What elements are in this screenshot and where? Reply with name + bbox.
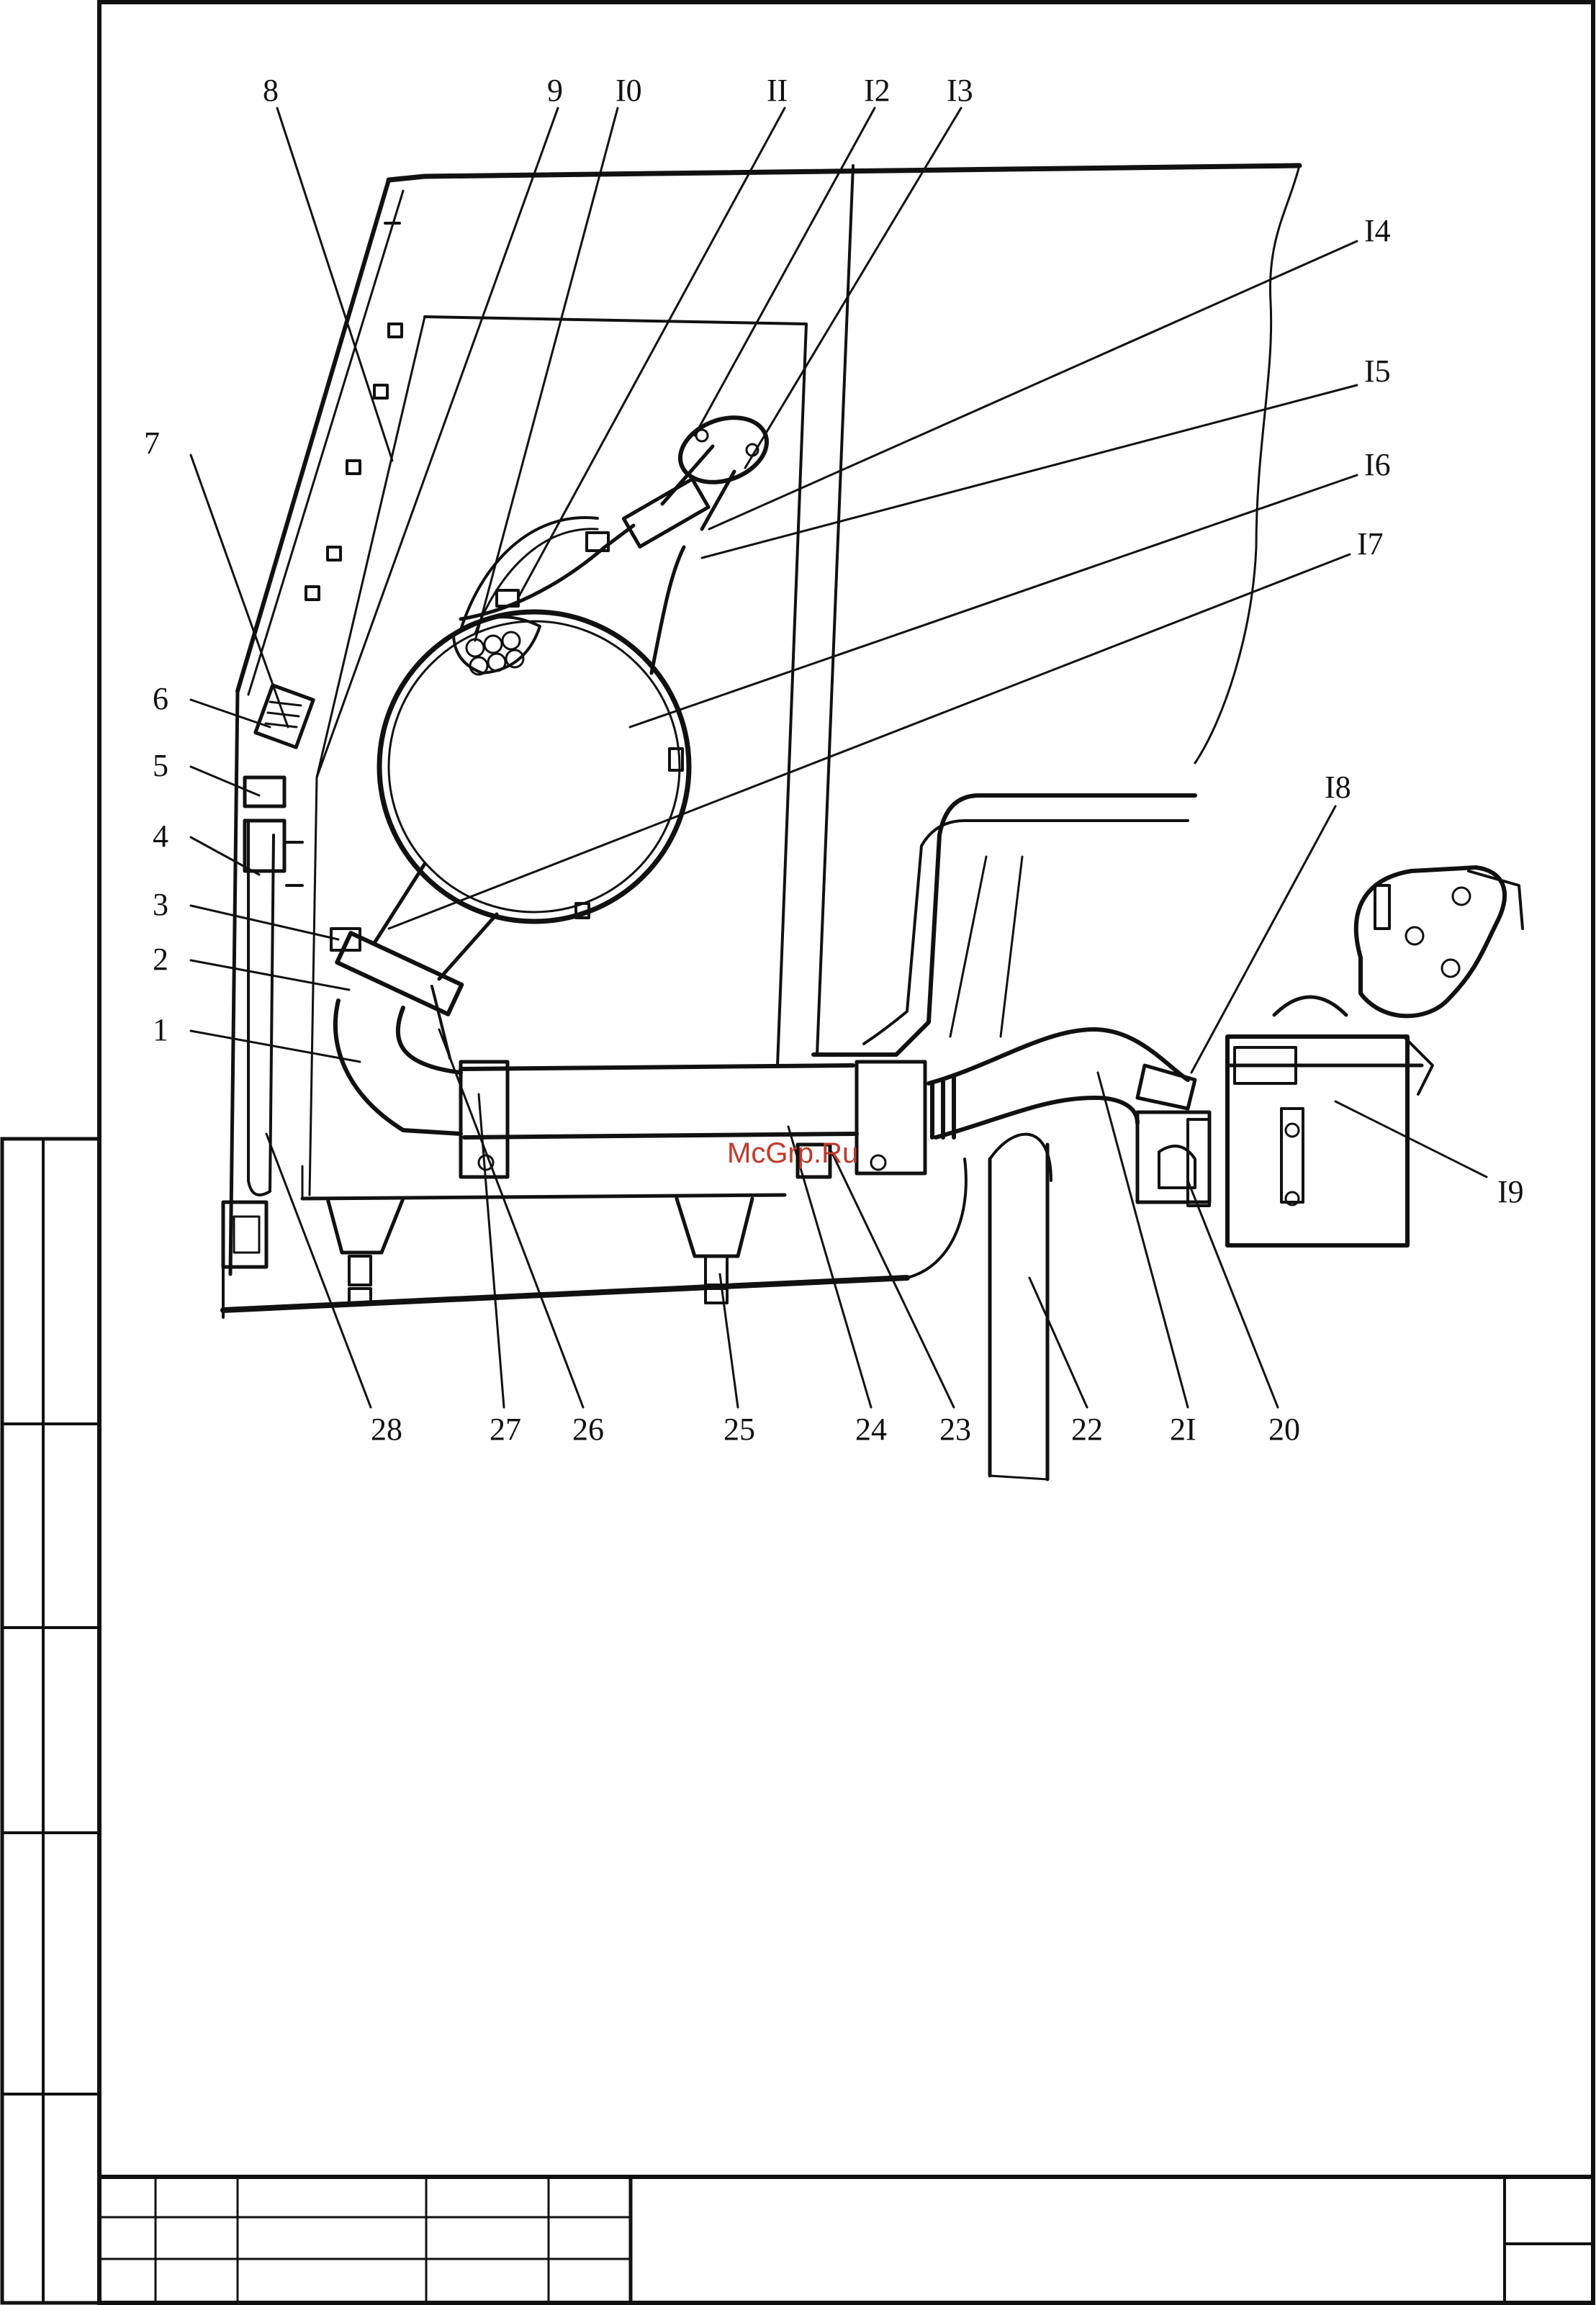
- callout-labels: 1 2 3 4 5 6 7 8 9 I0 II I2 I3 I4 I5 I6 I…: [144, 73, 1524, 1447]
- callout-13: I3: [947, 73, 973, 108]
- callout-3: 3: [153, 887, 168, 922]
- callout-24: 24: [855, 1412, 887, 1447]
- title-block: [99, 2177, 1593, 2303]
- callout-14: I4: [1364, 213, 1391, 248]
- callout-6: 6: [153, 681, 168, 716]
- callout-22: 22: [1071, 1412, 1103, 1447]
- callout-16: I6: [1364, 447, 1391, 482]
- callout-4: 4: [153, 818, 168, 854]
- callout-7: 7: [144, 425, 160, 461]
- callout-15: I5: [1364, 353, 1391, 389]
- callout-17: I7: [1357, 526, 1384, 561]
- callout-21: 2I: [1170, 1412, 1196, 1447]
- callout-1: 1: [153, 1012, 168, 1047]
- callout-8: 8: [263, 73, 279, 108]
- callout-11: II: [767, 73, 788, 108]
- callout-10: I0: [616, 73, 642, 108]
- callout-5: 5: [153, 748, 168, 783]
- callout-27: 27: [490, 1412, 521, 1447]
- callout-26: 26: [572, 1412, 604, 1447]
- callout-20: 20: [1268, 1412, 1300, 1447]
- callout-18: I8: [1325, 770, 1351, 805]
- watermark-text: McGrp.Ru: [727, 1137, 858, 1169]
- callout-25: 25: [723, 1412, 755, 1447]
- callout-23: 23: [939, 1412, 971, 1447]
- exhaust-system-drawing: [191, 108, 1523, 1479]
- callout-9: 9: [547, 73, 563, 108]
- callout-12: I2: [864, 73, 891, 108]
- callout-19: I9: [1497, 1174, 1524, 1209]
- callout-2: 2: [153, 942, 168, 977]
- callout-28: 28: [371, 1412, 402, 1447]
